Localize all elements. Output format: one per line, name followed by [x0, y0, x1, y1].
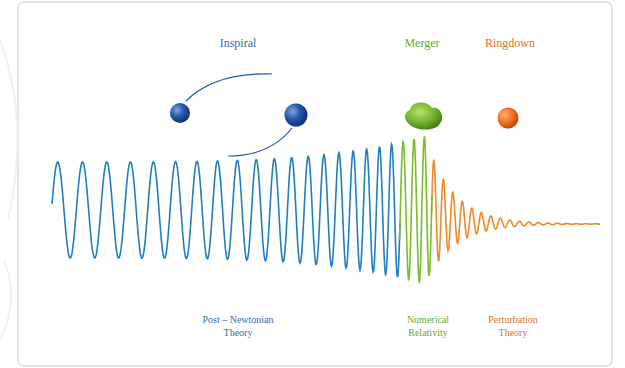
- inspiral-wave: [52, 144, 400, 277]
- phase-title: Merger: [377, 36, 467, 51]
- frame: [18, 2, 612, 366]
- black-hole: [170, 103, 190, 123]
- merging-black-holes: [405, 103, 442, 130]
- method-label: Numerical Relativity: [395, 314, 461, 339]
- final-black-hole: [498, 108, 519, 129]
- method-label: Perturbation Theory: [478, 314, 548, 339]
- decoration: [0, 40, 17, 340]
- black-hole: [285, 104, 308, 127]
- orbit-arc: [228, 128, 292, 156]
- phase-title: Ringdown: [465, 36, 555, 51]
- phase-title: Inspiral: [178, 36, 298, 51]
- ringdown-wave: [432, 161, 601, 262]
- orbit-arc: [186, 74, 272, 101]
- method-label: Post – Newtonian Theory: [190, 314, 286, 339]
- merger-wave: [400, 136, 433, 281]
